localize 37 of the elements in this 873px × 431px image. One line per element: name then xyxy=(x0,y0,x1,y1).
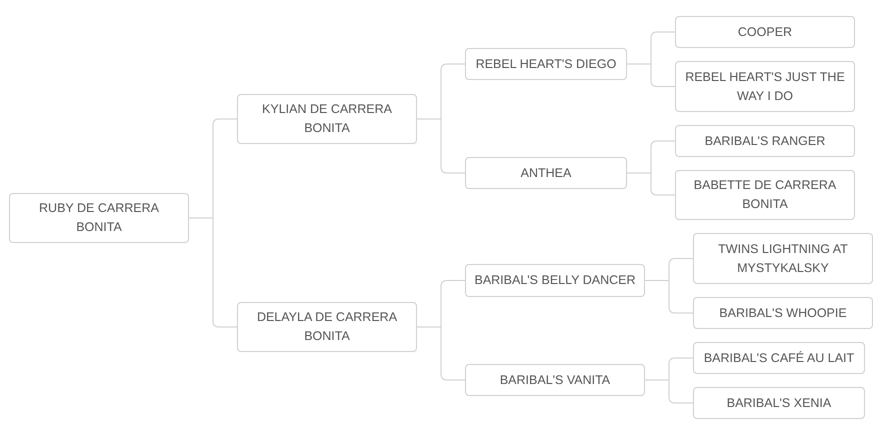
dog-name: REBEL HEART'S DIEGO xyxy=(474,56,618,72)
pedigree-box xyxy=(693,297,873,329)
connector-line xyxy=(188,218,238,328)
pedigree-box xyxy=(675,61,855,112)
pedigree-box xyxy=(465,364,645,396)
connector-line xyxy=(626,172,676,196)
dog-name: ANTHEA xyxy=(520,164,572,182)
dog-name: RUBY DE CARRERA BONITA xyxy=(38,200,160,236)
pedigree-box xyxy=(693,233,873,284)
pedigree-box xyxy=(693,342,865,374)
dog-name: REBEL HEART'S JUST THE WAY I DO xyxy=(684,68,846,104)
connector-line xyxy=(416,326,466,380)
dog-name: BARIBAL'S CAFÉ AU LAIT xyxy=(702,350,856,366)
dog-name: BARIBAL'S XENIA xyxy=(726,394,832,412)
dog-name: KYLIAN DE CARRERA BONITA xyxy=(261,101,393,137)
dog-name: BARIBAL'S RANGER xyxy=(704,132,826,150)
pedigree-box xyxy=(465,48,627,80)
connector-line xyxy=(626,64,676,87)
connector-line xyxy=(644,380,694,404)
pedigree-box xyxy=(465,264,645,297)
dog-name: BARIBAL'S BELLY DANCER xyxy=(473,272,637,289)
pedigree-box xyxy=(237,94,417,144)
pedigree-box xyxy=(465,157,627,189)
dog-name: COOPER xyxy=(736,24,794,40)
dog-name: BARIBAL'S VANITA xyxy=(498,372,612,388)
pedigree-box xyxy=(237,302,417,352)
pedigree-box xyxy=(675,125,855,157)
dog-name: TWINS LIGHTNING AT MYSTYKALSKY xyxy=(717,240,849,276)
pedigree-box xyxy=(675,170,855,220)
dog-name: BARIBAL'S WHOOPIE xyxy=(718,304,848,322)
dog-name: DELAYLA DE CARRERA BONITA xyxy=(256,309,398,345)
connector-line xyxy=(644,280,694,314)
dog-name: BABETTE DE CARRERA BONITA xyxy=(692,177,838,213)
pedigree-box xyxy=(675,16,855,48)
pedigree-box xyxy=(693,387,865,419)
connector-line xyxy=(416,118,466,174)
pedigree-box xyxy=(9,193,189,243)
